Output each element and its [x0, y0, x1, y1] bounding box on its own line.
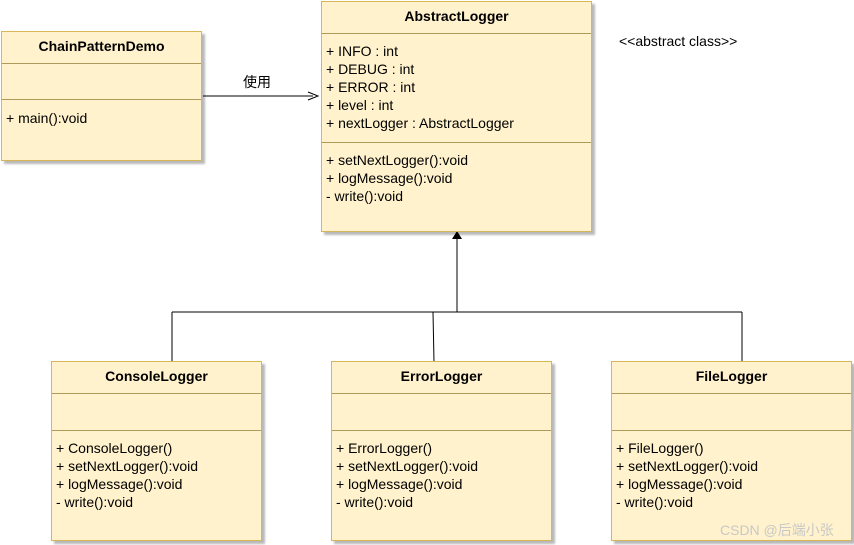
method-entry: + logMessage():void: [56, 476, 183, 492]
fields-section: [332, 394, 551, 431]
methods-section: + setNextLogger():void + logMessage():vo…: [322, 143, 591, 205]
fields-section: [612, 394, 851, 431]
fields-section: + INFO : int + DEBUG : int + ERROR : int…: [322, 34, 591, 143]
method-entry: - write():void: [326, 188, 404, 204]
method-entry: + setNextLogger():void: [336, 458, 479, 474]
class-name: ConsoleLogger: [52, 362, 261, 394]
method-entry: - write():void: [336, 494, 414, 510]
class-name: FileLogger: [612, 362, 851, 394]
uses-arrowhead: [307, 91, 320, 101]
method-entry: - write():void: [616, 494, 694, 510]
fields-section: [52, 394, 261, 431]
method-entry: + setNextLogger():void: [616, 458, 759, 474]
class-abstract-logger: AbstractLogger + INFO : int + DEBUG : in…: [321, 1, 592, 232]
field-entry: + DEBUG : int: [326, 61, 415, 77]
method-entry: + FileLogger(): [616, 440, 704, 456]
method-entry: + setNextLogger():void: [326, 152, 469, 168]
methods-section: + ErrorLogger() + setNextLogger():void +…: [332, 431, 551, 511]
field-entry: + ERROR : int: [326, 79, 416, 95]
methods-section: + FileLogger() + setNextLogger():void + …: [612, 431, 851, 511]
methods-section: + ConsoleLogger() + setNextLogger():void…: [52, 431, 261, 511]
method-entry: + ErrorLogger(): [336, 440, 433, 456]
class-error-logger: ErrorLogger + ErrorLogger() + setNextLog…: [331, 361, 552, 541]
method-entry: + logMessage():void: [616, 476, 743, 492]
method-entry: + main():void: [6, 110, 88, 126]
inheritance-arrowhead: [452, 231, 462, 239]
class-chain-pattern-demo: ChainPatternDemo + main():void: [1, 31, 202, 161]
class-name: ErrorLogger: [332, 362, 551, 394]
method-entry: + logMessage():void: [326, 170, 453, 186]
inheritance-branch-error: [432, 311, 435, 363]
class-name: AbstractLogger: [322, 2, 591, 34]
uses-label: 使用: [243, 74, 271, 90]
class-console-logger: ConsoleLogger + ConsoleLogger() + setNex…: [51, 361, 262, 541]
class-name: ChainPatternDemo: [2, 32, 201, 64]
methods-section: + main():void: [2, 100, 201, 127]
class-file-logger: FileLogger + FileLogger() + setNextLogge…: [611, 361, 852, 541]
fields-section: [2, 64, 201, 100]
method-entry: - write():void: [56, 494, 134, 510]
stereotype-label: <<abstract class>>: [619, 33, 738, 49]
field-entry: + nextLogger : AbstractLogger: [326, 115, 514, 131]
field-entry: + level : int: [326, 97, 394, 113]
field-entry: + INFO : int: [326, 43, 398, 59]
method-entry: + setNextLogger():void: [56, 458, 199, 474]
csdn-watermark: CSDN @后端小张: [720, 522, 834, 538]
method-entry: + ConsoleLogger(): [56, 440, 173, 456]
method-entry: + logMessage():void: [336, 476, 463, 492]
